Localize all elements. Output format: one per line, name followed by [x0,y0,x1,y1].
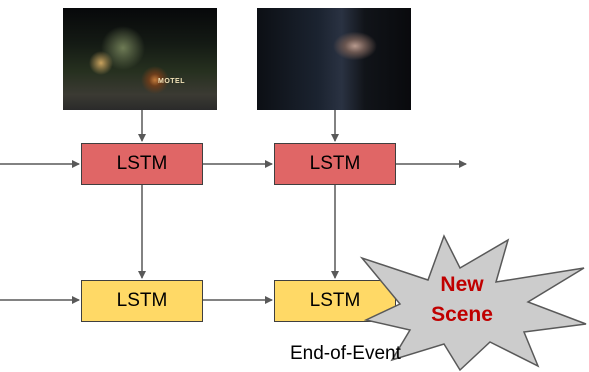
video-frame-motel: MOTEL [63,8,217,110]
lstm-top-right: LSTM [274,143,396,185]
burst-label: New Scene [414,270,510,330]
lstm-top-left: LSTM [81,143,203,185]
end-of-event-label: End-of-Event [290,343,401,364]
motel-sign-text: MOTEL [158,78,185,85]
lstm-bottom-right: LSTM [274,280,396,322]
burst-line-scene: Scene [431,303,493,326]
burst-line-new: New [440,273,484,296]
burst-shape [359,234,587,372]
lstm-bottom-left: LSTM [81,280,203,322]
video-frame-dark-scene [257,8,411,110]
